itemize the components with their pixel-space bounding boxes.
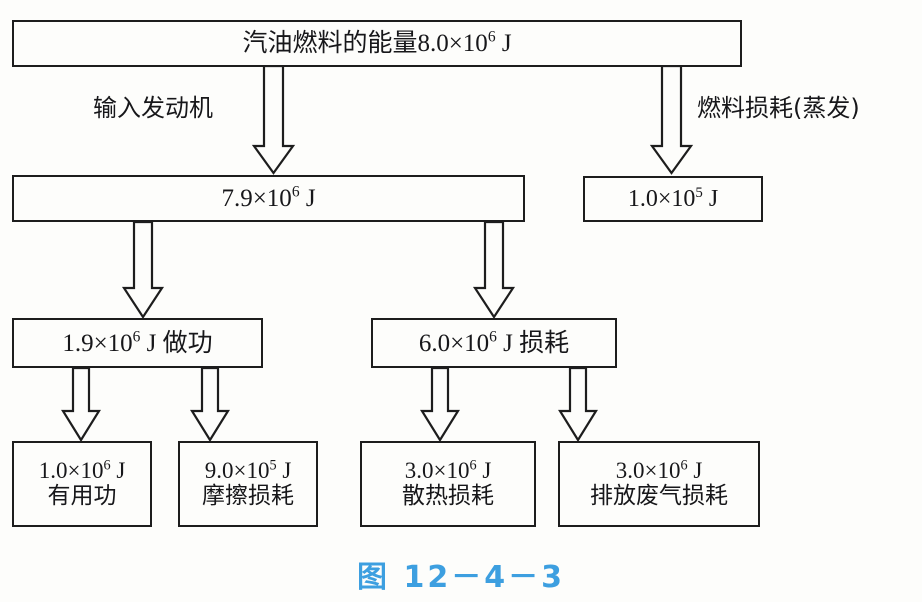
arrow-work-done-to-friction-loss — [190, 366, 230, 443]
node-useful-work-label: 有用功 — [47, 483, 117, 509]
node-fuel-evaporation-loss[interactable]: 1.0×105 J — [583, 176, 763, 222]
node-work-done[interactable]: 1.9×106 J 做功 — [12, 318, 263, 368]
node-exhaust-gas-loss-mantissa: 3.0 — [615, 458, 645, 484]
node-total-loss-label: 损耗 — [519, 327, 570, 357]
arrow-engine-input-to-total-loss — [472, 220, 516, 320]
node-friction-loss-unit: J — [276, 458, 292, 484]
node-friction-loss-exponent: 5 — [269, 457, 277, 474]
node-engine-input-unit: J — [299, 184, 316, 212]
node-heat-dissipation-loss-label: 散热损耗 — [402, 483, 494, 509]
multiplication-sign-icon: ×10 — [93, 329, 133, 357]
node-heat-dissipation-loss-exponent: 6 — [469, 457, 477, 474]
node-source-text: 汽油燃料的能量8.0×106 J — [242, 29, 511, 58]
figure-caption: 图 12－4－3 — [357, 560, 565, 595]
node-heat-dissipation-loss-value: 3.0×106 J — [405, 458, 492, 484]
node-work-done-unit: J — [140, 329, 163, 357]
multiplication-sign-icon: ×10 — [450, 329, 490, 357]
node-useful-work[interactable]: 1.0×106 J 有用功 — [12, 441, 152, 527]
node-fuel-evaporation-loss-mantissa: 1.0 — [627, 185, 658, 212]
node-fuel-evaporation-loss-unit: J — [702, 185, 719, 212]
node-exhaust-gas-loss-unit: J — [687, 458, 703, 484]
node-source-unit: J — [495, 30, 512, 57]
node-total-loss-unit: J — [496, 329, 520, 357]
node-fuel-evaporation-loss-text: 1.0×105 J — [627, 184, 719, 213]
flow-label-input-to-engine: 输入发动机 — [93, 94, 213, 122]
multiplication-sign-icon: ×10 — [233, 458, 270, 484]
node-friction-loss-value: 9.0×105 J — [205, 458, 292, 484]
node-source[interactable]: 汽油燃料的能量8.0×106 J — [12, 20, 742, 67]
node-friction-loss-label: 摩擦损耗 — [202, 483, 294, 509]
node-friction-loss[interactable]: 9.0×105 J 摩擦损耗 — [178, 441, 318, 527]
multiplication-sign-icon: ×10 — [67, 458, 104, 484]
node-engine-input-mantissa: 7.9 — [221, 184, 253, 212]
arrow-engine-input-to-work-done — [121, 220, 165, 320]
node-engine-input-exponent: 6 — [291, 183, 300, 201]
node-useful-work-exponent: 6 — [103, 457, 111, 474]
node-exhaust-gas-loss-label: 排放废气损耗 — [590, 483, 728, 509]
flow-label-fuel-evaporation-loss: 燃料损耗(蒸发) — [697, 94, 860, 122]
node-total-loss-mantissa: 6.0 — [418, 329, 451, 357]
node-total-loss[interactable]: 6.0×106 J 损耗 — [371, 318, 617, 368]
multiplication-sign-icon: ×10 — [433, 458, 470, 484]
node-exhaust-gas-loss[interactable]: 3.0×106 J 排放废气损耗 — [558, 441, 760, 527]
multiplication-sign-icon: ×10 — [644, 458, 681, 484]
node-work-done-mantissa: 1.9 — [62, 329, 94, 357]
multiplication-sign-icon: ×10 — [657, 185, 696, 212]
node-friction-loss-mantissa: 9.0 — [204, 458, 234, 484]
arrow-source-to-fuel-evaporation-loss — [649, 64, 694, 175]
node-total-loss-text: 6.0×106 J 损耗 — [418, 327, 570, 358]
node-engine-input-text: 7.9×106 J — [221, 183, 316, 213]
node-work-done-exponent: 6 — [132, 328, 141, 346]
node-heat-dissipation-loss[interactable]: 3.0×106 J 散热损耗 — [360, 441, 536, 527]
node-fuel-evaporation-loss-exponent: 5 — [695, 184, 703, 201]
arrow-total-loss-to-heat-dissipation-loss — [420, 366, 460, 443]
node-heat-dissipation-loss-unit: J — [476, 458, 492, 484]
arrow-work-done-to-useful-work — [61, 366, 101, 443]
node-useful-work-value: 1.0×106 J — [39, 458, 126, 484]
arrow-source-to-engine-input — [251, 64, 296, 175]
node-heat-dissipation-loss-mantissa: 3.0 — [404, 458, 434, 484]
multiplication-sign-icon: ×10 — [252, 184, 292, 212]
node-work-done-label: 做功 — [162, 327, 213, 357]
node-exhaust-gas-loss-exponent: 6 — [680, 457, 688, 474]
node-total-loss-exponent: 6 — [489, 328, 497, 346]
node-source-exponent: 6 — [487, 28, 496, 46]
node-work-done-text: 1.9×106 J 做功 — [62, 327, 213, 358]
multiplication-sign-icon: ×10 — [448, 30, 488, 57]
node-useful-work-mantissa: 1.0 — [38, 458, 68, 484]
node-engine-input[interactable]: 7.9×106 J — [12, 175, 525, 222]
arrow-total-loss-to-exhaust-gas-loss — [558, 366, 598, 443]
node-exhaust-gas-loss-value: 3.0×106 J — [616, 458, 703, 484]
node-source-label: 汽油燃料的能量 — [242, 28, 418, 57]
node-source-mantissa: 8.0 — [417, 30, 449, 57]
node-useful-work-unit: J — [110, 458, 126, 484]
